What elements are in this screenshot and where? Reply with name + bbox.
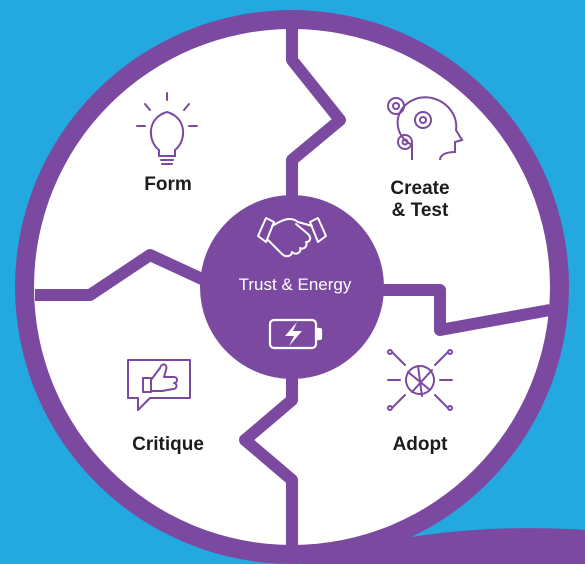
gears-head-icon bbox=[387, 96, 464, 161]
quadrant-label-adopt: Adopt bbox=[392, 434, 448, 455]
ring-swoosh bbox=[300, 528, 585, 564]
quadrant-label-create-test: Create & Test bbox=[365, 178, 475, 222]
battery-charging-icon bbox=[268, 318, 323, 350]
quadrant-label-critique: Critique bbox=[132, 434, 204, 455]
thumbs-up-icon bbox=[127, 359, 191, 411]
hands-together-icon bbox=[387, 349, 453, 411]
lightbulb-icon bbox=[136, 92, 198, 165]
create-test-line2: & Test bbox=[391, 200, 449, 221]
center-label: Trust & Energy bbox=[238, 275, 352, 294]
center-circle bbox=[200, 195, 384, 379]
create-test-line1: Create bbox=[390, 178, 450, 199]
quadrant-label-form: Form bbox=[144, 174, 192, 195]
quadrant-dividers bbox=[35, 28, 552, 548]
handshake-icon bbox=[257, 217, 327, 258]
